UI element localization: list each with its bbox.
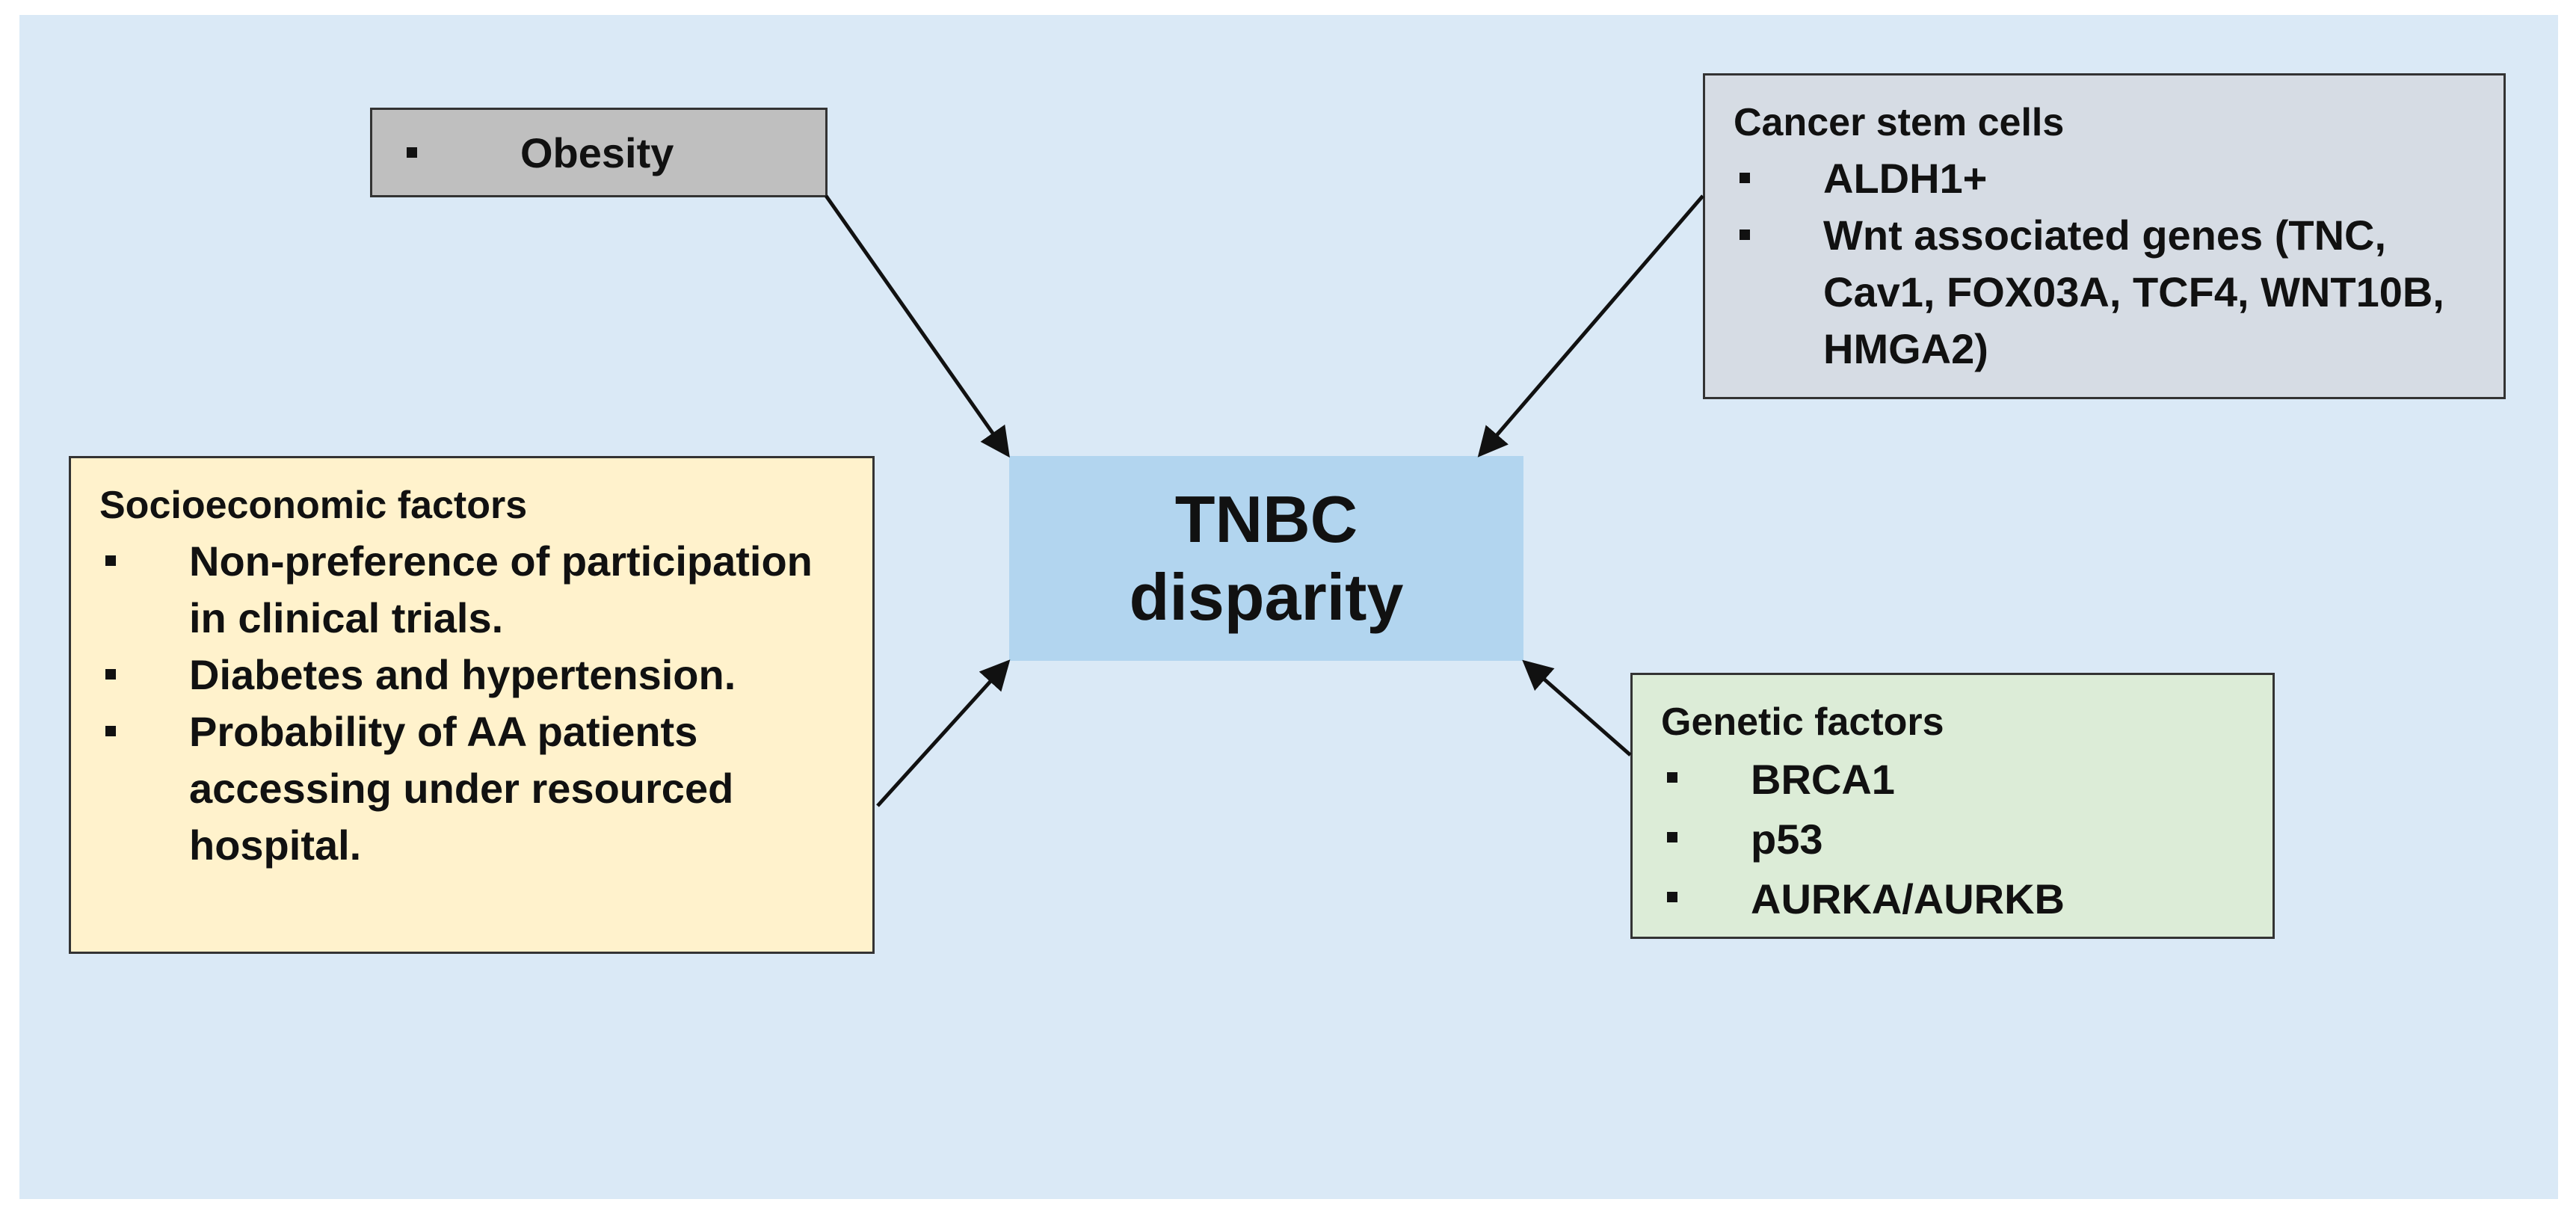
genetic-factors-box: Genetic factors BRCA1 p53 AURKA/AURKB: [1630, 673, 2275, 939]
center-label-line1: TNBC: [1174, 482, 1358, 556]
cancer-stem-cells-item: Wnt associated genes (TNC, Cav1, FOX03A,…: [1734, 207, 2475, 378]
socioeconomic-factors-box: Socioeconomic factors Non-preference of …: [69, 456, 875, 954]
cancer-stem-cells-box: Cancer stem cells ALDH1+ Wnt associated …: [1703, 73, 2506, 399]
obesity-box: Obesity: [370, 108, 828, 197]
cancer-stem-cells-title: Cancer stem cells: [1734, 101, 2065, 144]
genetic-factors-list: BRCA1 p53 AURKA/AURKB: [1661, 750, 2244, 929]
socioeconomic-item: Non-preference of participation in clini…: [99, 533, 844, 647]
obesity-item: Obesity: [401, 125, 797, 182]
socioeconomic-item: Probability of AA patients accessing und…: [99, 703, 844, 874]
genetic-item: p53: [1661, 810, 2244, 869]
socioeconomic-item: Diabetes and hypertension.: [99, 647, 844, 703]
tnbc-disparity-center-box: TNBC disparity: [1009, 456, 1523, 661]
center-label-line2: disparity: [1129, 560, 1404, 634]
cancer-stem-cells-item: ALDH1+: [1734, 150, 2475, 207]
socioeconomic-factors-title: Socioeconomic factors: [99, 484, 528, 527]
obesity-list: Obesity: [401, 125, 797, 182]
genetic-factors-title: Genetic factors: [1661, 700, 1944, 744]
genetic-item: BRCA1: [1661, 750, 2244, 810]
socioeconomic-factors-list: Non-preference of participation in clini…: [99, 533, 844, 874]
genetic-item: AURKA/AURKB: [1661, 869, 2244, 929]
cancer-stem-cells-list: ALDH1+ Wnt associated genes (TNC, Cav1, …: [1734, 150, 2475, 378]
